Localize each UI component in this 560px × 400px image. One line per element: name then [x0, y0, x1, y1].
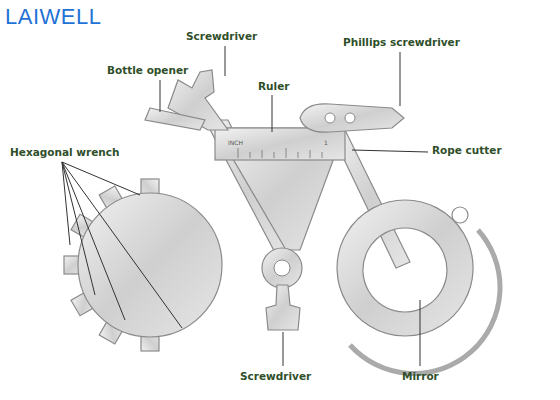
part-label: Screwdriver	[186, 30, 257, 42]
part-label: Rope cutter	[432, 144, 502, 156]
part-label: Ruler	[258, 80, 289, 92]
brand-watermark: LAIWELL	[5, 4, 101, 30]
part-label: Bottle opener	[107, 64, 188, 76]
part-label: Screwdriver	[240, 370, 311, 382]
ruler-number: 1	[324, 139, 328, 146]
part-label: Phillips screwdriver	[343, 36, 460, 48]
part-label: Hexagonal wrench	[10, 146, 120, 158]
ruler-unit: INCH	[228, 139, 243, 146]
part-label: Mirror	[402, 370, 439, 382]
